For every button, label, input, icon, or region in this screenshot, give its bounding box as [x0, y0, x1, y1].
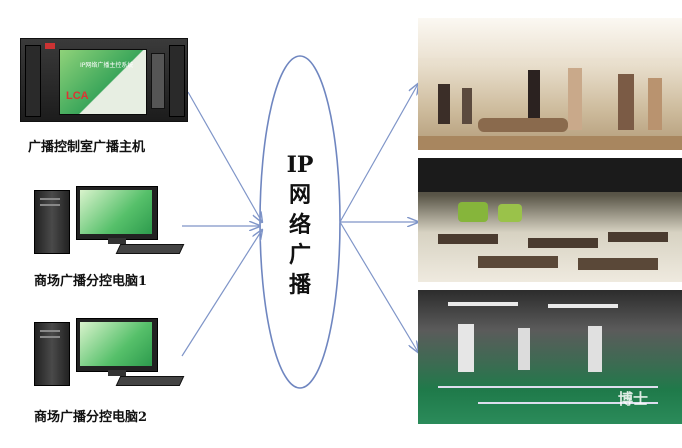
- host-screen: LCA IP网络广播主控系统: [59, 49, 147, 115]
- watermark: 博士: [618, 390, 649, 408]
- host-logo: LCA: [66, 90, 89, 102]
- arrow-pc2-to-hub: [181, 230, 262, 357]
- desktop-computer-icon: [34, 186, 185, 256]
- source-label-pc2: 商场广播分控电脑2: [34, 410, 148, 425]
- source-label-host: 广播控制室广播主机: [28, 140, 146, 155]
- arrow-host-to-hub: [187, 91, 262, 222]
- hub-label: IP 网 络 广 播: [286, 152, 314, 298]
- host-screen-text: IP网络广播主控系统: [80, 62, 134, 69]
- source-label-pc1: 商场广播分控电脑1: [34, 274, 148, 289]
- food-court-photo: [418, 158, 682, 282]
- mall-clothing-store-photo: [418, 18, 682, 150]
- parking-garage-photo: 博士: [418, 290, 682, 424]
- arrow-hub-to-store: [339, 84, 418, 223]
- arrow-hub-to-parking: [339, 221, 418, 352]
- rack-host-icon: LCA IP网络广播主控系统: [20, 38, 188, 122]
- desktop-computer-icon: [34, 318, 185, 388]
